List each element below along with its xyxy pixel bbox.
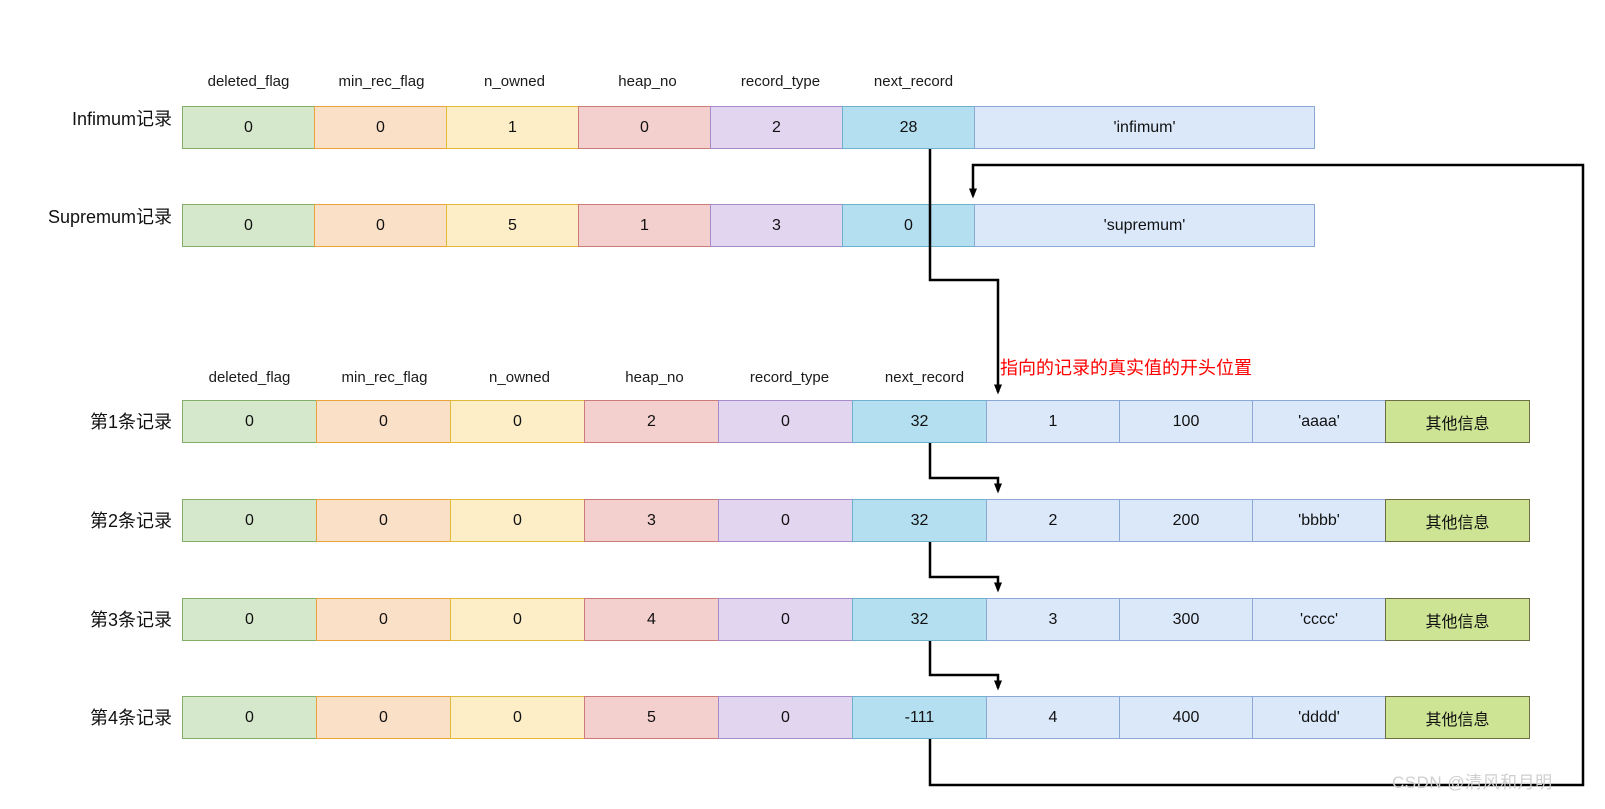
cell-infimum-record-type: 2 <box>710 106 843 149</box>
cell-r4-heap-no: 5 <box>584 696 719 739</box>
cell-r1-col3: 'aaaa' <box>1252 400 1386 443</box>
record-row-1: 0 0 0 2 0 32 1 100 'aaaa' 其他信息 <box>182 400 1530 443</box>
cell-r2-min-rec-flag: 0 <box>316 499 451 542</box>
cell-r3-col3: 'cccc' <box>1252 598 1386 641</box>
cell-r1-other-info: 其他信息 <box>1385 400 1530 443</box>
row-label-record-2: 第2条记录 <box>89 511 172 531</box>
column-header-min-rec-flag-2: min_rec_flag <box>341 369 428 386</box>
cell-r2-col1: 2 <box>986 499 1120 542</box>
arrow-record4-to-supremum <box>928 163 1585 787</box>
row-label-record-1: 第1条记录 <box>89 412 172 432</box>
cell-infimum-next-record: 28 <box>842 106 975 149</box>
cell-r4-n-owned: 0 <box>450 696 585 739</box>
column-header-row-data: deleted_flag min_rec_flag n_owned heap_n… <box>182 366 992 390</box>
cell-r2-heap-no: 3 <box>584 499 719 542</box>
column-header-heap-no: heap_no <box>618 73 677 90</box>
column-header-record-type-2: record_type <box>749 369 830 386</box>
cell-infimum-n-owned: 1 <box>446 106 579 149</box>
cell-infimum-deleted-flag: 0 <box>182 106 315 149</box>
cell-r1-col2: 100 <box>1119 400 1253 443</box>
column-header-next-record-2: next_record <box>884 369 965 386</box>
cell-supremum-heap-no: 1 <box>578 204 711 247</box>
cell-r4-col2: 400 <box>1119 696 1253 739</box>
cell-r2-col3: 'bbbb' <box>1252 499 1386 542</box>
cell-infimum-heap-no: 0 <box>578 106 711 149</box>
arrow-infimum-to-record1 <box>928 149 1002 395</box>
cell-r3-col1: 3 <box>986 598 1120 641</box>
cell-r2-next-record: 32 <box>852 499 987 542</box>
column-header-heap-no-2: heap_no <box>625 369 684 386</box>
row-label-record-4: 第4条记录 <box>89 708 172 728</box>
cell-infimum-payload: 'infimum' <box>974 106 1315 149</box>
arrow-record3-to-record4 <box>928 641 1002 691</box>
cell-r1-heap-no: 2 <box>584 400 719 443</box>
cell-supremum-deleted-flag: 0 <box>182 204 315 247</box>
cell-r3-col2: 300 <box>1119 598 1253 641</box>
cell-r2-other-info: 其他信息 <box>1385 499 1530 542</box>
arrow-record2-to-record3 <box>928 542 1002 593</box>
column-header-n-owned: n_owned <box>484 73 545 90</box>
record-row-2: 0 0 0 3 0 32 2 200 'bbbb' 其他信息 <box>182 499 1530 542</box>
column-header-n-owned-2: n_owned <box>489 369 550 386</box>
cell-r3-heap-no: 4 <box>584 598 719 641</box>
cell-r4-col3: 'dddd' <box>1252 696 1386 739</box>
cell-supremum-n-owned: 5 <box>446 204 579 247</box>
column-header-next-record: next_record <box>873 73 954 90</box>
record-row-supremum: 0 0 5 1 3 0 'supremum' <box>182 204 1315 247</box>
cell-r2-record-type: 0 <box>718 499 853 542</box>
cell-r4-min-rec-flag: 0 <box>316 696 451 739</box>
cell-r3-deleted-flag: 0 <box>182 598 317 641</box>
cell-r2-n-owned: 0 <box>450 499 585 542</box>
cell-supremum-min-rec-flag: 0 <box>314 204 447 247</box>
column-header-record-type: record_type <box>740 73 821 90</box>
cell-r1-next-record: 32 <box>852 400 987 443</box>
cell-r4-record-type: 0 <box>718 696 853 739</box>
csdn-watermark: CSDN @清风和月明 <box>1392 773 1553 792</box>
cell-r1-col1: 1 <box>986 400 1120 443</box>
arrow-record1-to-record2 <box>928 443 1002 494</box>
row-label-supremum: Supremum记录 <box>47 207 172 227</box>
cell-supremum-payload: 'supremum' <box>974 204 1315 247</box>
cell-r2-deleted-flag: 0 <box>182 499 317 542</box>
row-label-record-3: 第3条记录 <box>89 610 172 630</box>
column-header-min-rec-flag: min_rec_flag <box>338 73 425 90</box>
cell-r4-deleted-flag: 0 <box>182 696 317 739</box>
annotation-pointer-target: 指向的记录的真实值的开头位置 <box>1000 358 1252 378</box>
cell-r3-next-record: 32 <box>852 598 987 641</box>
column-header-deleted-flag-2: deleted_flag <box>208 369 291 386</box>
cell-r3-record-type: 0 <box>718 598 853 641</box>
column-header-row-top: deleted_flag min_rec_flag n_owned heap_n… <box>182 70 980 94</box>
cell-r4-other-info: 其他信息 <box>1385 696 1530 739</box>
cell-r1-min-rec-flag: 0 <box>316 400 451 443</box>
record-row-3: 0 0 0 4 0 32 3 300 'cccc' 其他信息 <box>182 598 1530 641</box>
cell-r2-col2: 200 <box>1119 499 1253 542</box>
cell-r3-min-rec-flag: 0 <box>316 598 451 641</box>
cell-r3-n-owned: 0 <box>450 598 585 641</box>
cell-r1-n-owned: 0 <box>450 400 585 443</box>
cell-infimum-min-rec-flag: 0 <box>314 106 447 149</box>
record-row-4: 0 0 0 5 0 -111 4 400 'dddd' 其他信息 <box>182 696 1530 739</box>
cell-r1-deleted-flag: 0 <box>182 400 317 443</box>
cell-r3-other-info: 其他信息 <box>1385 598 1530 641</box>
column-header-deleted-flag: deleted_flag <box>207 73 290 90</box>
cell-r1-record-type: 0 <box>718 400 853 443</box>
cell-r4-col1: 4 <box>986 696 1120 739</box>
row-label-infimum: Infimum记录 <box>71 109 172 129</box>
cell-r4-next-record: -111 <box>852 696 987 739</box>
cell-supremum-record-type: 3 <box>710 204 843 247</box>
record-row-infimum: 0 0 1 0 2 28 'infimum' <box>182 106 1315 149</box>
cell-supremum-next-record: 0 <box>842 204 975 247</box>
